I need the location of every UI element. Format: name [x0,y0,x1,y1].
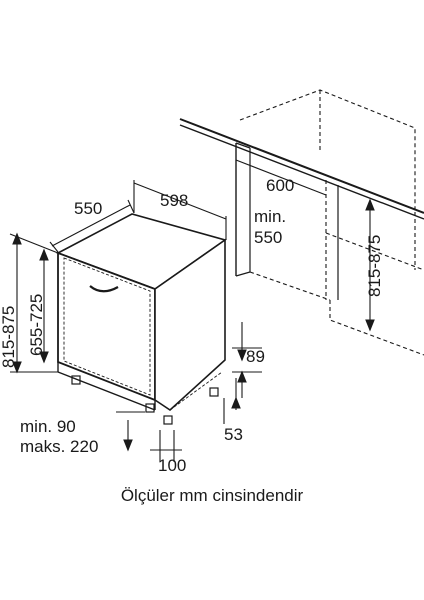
label-appliance-width: 598 [160,191,188,210]
kitchen-niche [179,89,424,356]
label-niche-height: 815-875 [365,235,384,297]
label-appliance-depth: 550 [74,199,102,218]
door-handle-icon [89,285,119,293]
label-door-max: maks. 220 [20,437,98,456]
label-niche-min: min. [254,207,286,226]
label-plinth-height: 89 [246,347,265,366]
label-plinth-depth: 53 [224,425,243,444]
dishwasher-body [56,213,227,425]
label-niche-width: 600 [266,176,294,195]
label-door-min: min. 90 [20,417,76,436]
label-appliance-height-body: 655-725 [27,294,46,356]
label-appliance-height-total: 815-875 [0,306,18,368]
dimension-lines [9,159,375,462]
label-foot-offset: 100 [158,456,186,475]
label-niche-min-depth: 550 [254,228,282,247]
units-caption: Ölçüler mm cinsindendir [120,486,304,505]
